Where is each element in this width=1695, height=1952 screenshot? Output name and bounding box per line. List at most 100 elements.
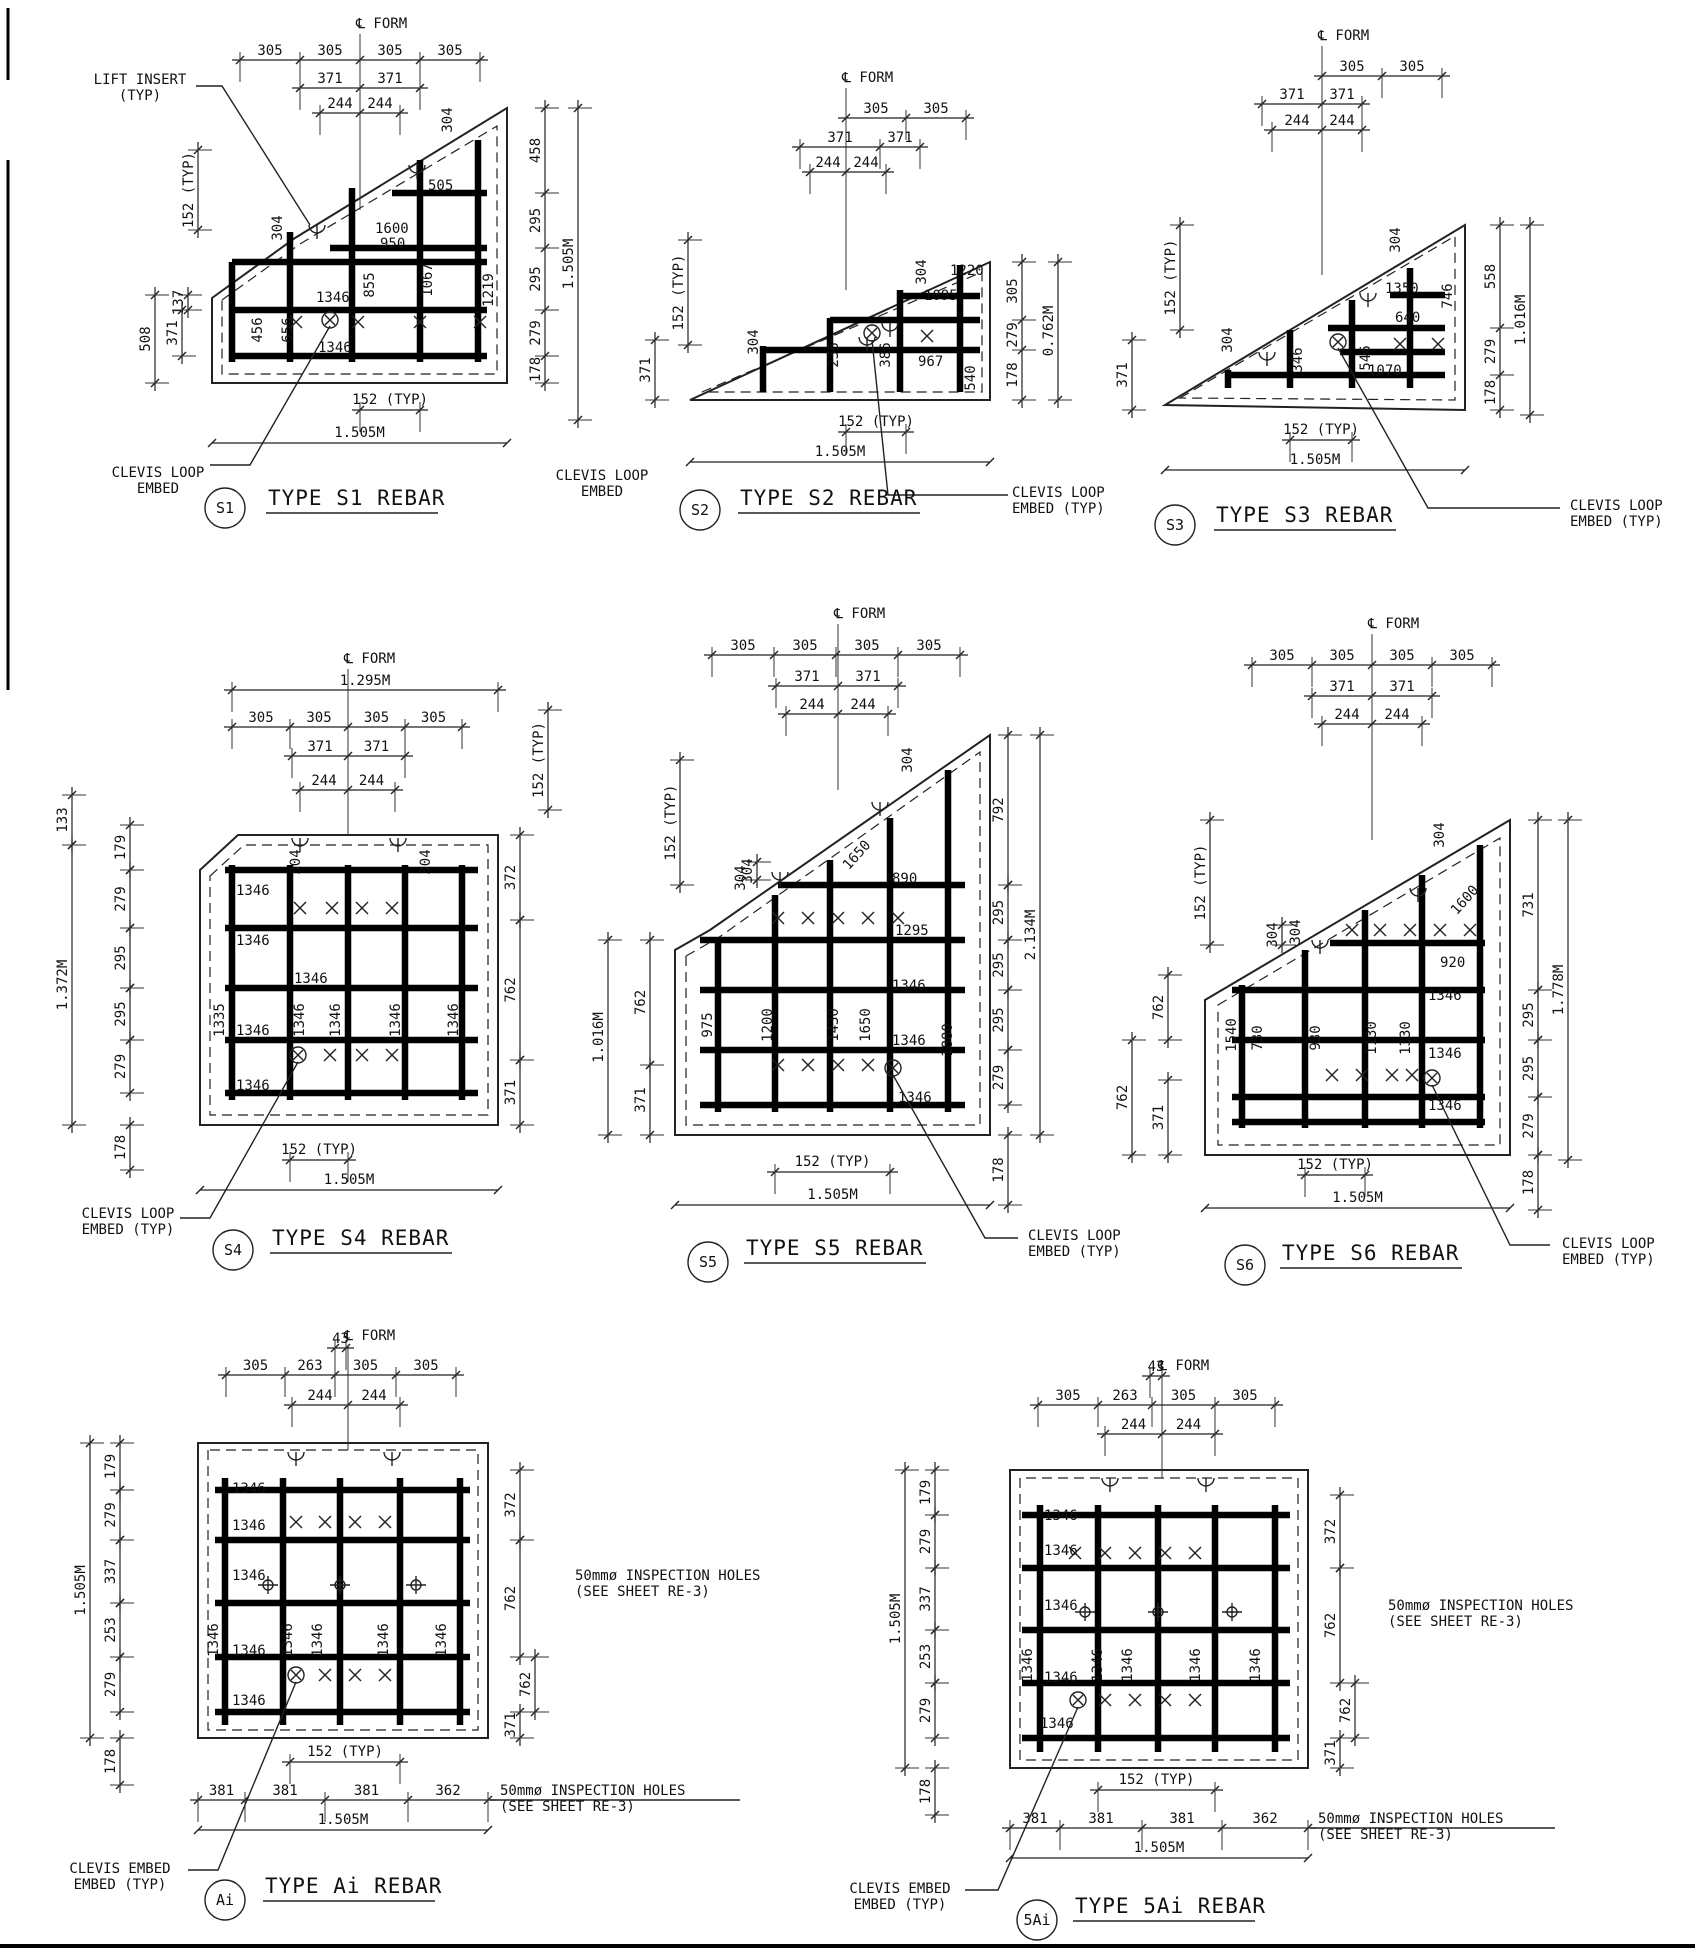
bottom-dimension-value: 381 [272, 1783, 297, 1799]
rebar-length-label: 1346 [1044, 1508, 1078, 1524]
panel-outline [1161, 223, 1466, 412]
left-dimension-value: 279 [918, 1529, 934, 1554]
embed-cross-mark [1188, 1693, 1202, 1707]
embed-cross-mark [1345, 923, 1359, 937]
callout-leader [892, 1074, 1018, 1239]
top-dimension-value: 244 [1284, 113, 1309, 129]
left-dimension-value: 179 [918, 1480, 934, 1505]
top-dimension-value: 305 [916, 638, 941, 654]
panel-tag-circle [204, 1879, 246, 1921]
clevis-loop-symbol [292, 1049, 304, 1061]
clevis-loop-symbol [887, 1062, 899, 1074]
callout-text: 50mmø INSPECTION HOLES [1318, 1811, 1503, 1827]
callout-leader [1337, 347, 1560, 509]
embed-cross-mark [1403, 923, 1417, 937]
bottom-dimension-value: 381 [1022, 1811, 1047, 1827]
embed-cross-mark [385, 1048, 399, 1062]
top-dimension-value: 305 [257, 43, 282, 59]
callout-text: (SEE SHEET RE-3) [575, 1584, 710, 1600]
rebar-length-label: 1346 [892, 1033, 926, 1049]
panel-outline [674, 733, 991, 1136]
rebar-length-label: 1346 [892, 978, 926, 994]
callout-leader [188, 1681, 297, 1871]
embed-cross-mark [771, 1058, 785, 1072]
typ-dimension-value: 152 (TYP) [1119, 1772, 1195, 1788]
typ-dimension-value: 152 (TYP) [352, 392, 428, 408]
callout-text: CLEVIS LOOP [1028, 1228, 1121, 1244]
dimension-tick [1160, 465, 1170, 475]
rebar-length-label: 1346 [1044, 1670, 1078, 1686]
rebar-length-label: 1335 [212, 1003, 228, 1037]
dimension-tick [483, 1825, 493, 1835]
bottom-dimension-value: 362 [435, 1783, 460, 1799]
rebar-length-label: 1330 [1398, 1021, 1414, 1055]
callout-text: CLEVIS LOOP [556, 468, 649, 484]
rebar-length-label: 1346 [310, 1623, 326, 1657]
left-dimension-value: 762 [1151, 995, 1167, 1020]
embed-cross-mark [289, 315, 303, 329]
right-dimension-value: 1.016M [1513, 295, 1529, 346]
top-dimension-value: 244 [853, 155, 878, 171]
panel-tag-circle [204, 487, 246, 529]
embed-cross-mark [1068, 1546, 1082, 1560]
rebar-length-label: 505 [428, 178, 453, 194]
callout-text: 50mmø INSPECTION HOLES [575, 1568, 760, 1584]
embed-cross-mark [861, 1058, 875, 1072]
rebar-length-label: 975 [700, 1012, 716, 1037]
left-dimension-value: 279 [103, 1502, 119, 1527]
embed-cross-mark [1393, 337, 1407, 351]
left-dimension-value: 152 (TYP) [663, 785, 679, 861]
left-dimension-value: 304 [1265, 922, 1281, 947]
top-dimension-value: 371 [794, 669, 819, 685]
embed-cross-mark [1325, 1068, 1339, 1082]
panel-outline [197, 1442, 489, 1739]
panel-tag-id: 5Ai [1023, 1911, 1050, 1929]
form-centerline-label: ℄ FORM [343, 651, 395, 667]
embed-cross-mark [293, 901, 307, 915]
right-dimension-value: 295 [1521, 1002, 1537, 1027]
embed-cross-mark [1128, 1693, 1142, 1707]
rebar-length-label: 1346 [1044, 1598, 1078, 1614]
rebar-length-label: 1346 [446, 1003, 462, 1037]
form-centerline-label: ℄ FORM [833, 606, 885, 622]
callout-text: 50mmø INSPECTION HOLES [500, 1783, 685, 1799]
clevis-loop-symbol [324, 314, 336, 326]
rebar-length-label: 1346 [232, 1568, 266, 1584]
rebar-length-label: 1346 [316, 290, 350, 306]
top-dimension-value: 263 [1112, 1388, 1137, 1404]
top-dimension-value: 371 [827, 130, 852, 146]
embed-cross-mark [325, 901, 339, 915]
right-dimension-value: 762 [1338, 1698, 1354, 1723]
right-dimension-value: 295 [528, 208, 544, 233]
rebar-length-label: 1350 [1385, 281, 1419, 297]
top-dimension-value: 244 [327, 96, 352, 112]
embed-cross-mark [348, 1668, 362, 1682]
top-dimension-value: 244 [307, 1388, 332, 1404]
rebar-length-label: 1346 [898, 1090, 932, 1106]
left-dimension-value: 253 [103, 1617, 119, 1642]
panel-tag-circle [687, 1241, 729, 1283]
embed-cross-mark [1405, 1068, 1419, 1082]
top-dimension-value: 305 [306, 710, 331, 726]
rebar-length-label: 640 [1395, 310, 1420, 326]
left-dimension-value: 279 [113, 1054, 129, 1079]
top-dimension-value: 371 [307, 739, 332, 755]
overall-width-value: 1.505M [324, 1172, 375, 1188]
top-dimension-value: 305 [863, 101, 888, 117]
top-dimension-value: 244 [361, 1388, 386, 1404]
left-dimension-value: 762 [633, 990, 649, 1015]
left-dimension-value: 371 [165, 320, 181, 345]
embed-cross-mark [318, 1668, 332, 1682]
dimension-tick [985, 1200, 995, 1210]
embed-cross-mark [1431, 337, 1445, 351]
callout-text: (SEE SHEET RE-3) [1388, 1614, 1523, 1630]
panel-tag-id: Ai [216, 1891, 234, 1909]
rebar-length-label: 656 [280, 317, 296, 342]
right-dimension-value: 762 [1323, 1613, 1339, 1638]
embed-cross-mark [801, 1058, 815, 1072]
callout-text: 50mmø INSPECTION HOLES [1388, 1598, 1573, 1614]
panel-outline [199, 834, 499, 1126]
rebar-length-label: 1346 [232, 1518, 266, 1534]
